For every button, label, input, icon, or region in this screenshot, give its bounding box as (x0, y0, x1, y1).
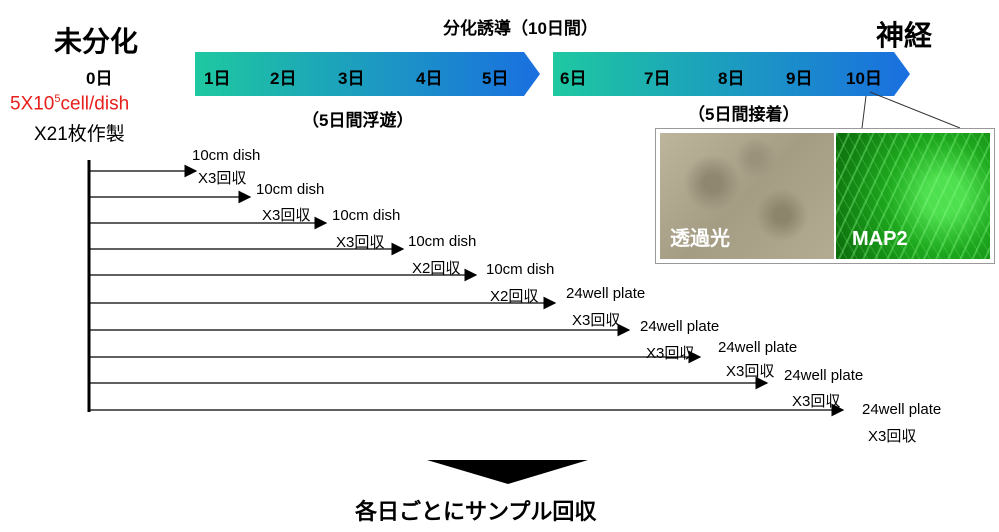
day-6: 6日 (560, 69, 587, 88)
timeline-count-9: X3回収 (792, 393, 841, 410)
suspension-arrow (195, 52, 540, 96)
suspension-caption: （5日間浮遊） (302, 111, 414, 130)
timeline-vessel-10: 24well plate (862, 401, 942, 418)
day-1: 1日 (204, 69, 231, 88)
micrograph-panel: 透過光 MAP2 (655, 128, 995, 264)
timeline-vessel-4: 10cm dish (408, 233, 477, 250)
timeline-vessel-6: 24well plate (566, 285, 646, 302)
timeline-count-10: X3回収 (868, 428, 917, 445)
footer-caption: 各日ごとにサンプル回収 (355, 499, 597, 524)
timeline-count-6: X3回収 (572, 312, 621, 329)
timeline-vessel-2: 10cm dish (256, 181, 325, 198)
phase-contrast-label: 透過光 (670, 228, 730, 250)
day-4: 4日 (416, 69, 443, 88)
timeline-vessel-9: 24well plate (784, 367, 864, 384)
neuron-title: 神経 (876, 20, 933, 51)
timeline-count-2: X3回収 (262, 207, 311, 224)
adhesion-caption: （5日間接着） (688, 105, 800, 124)
undifferentiated-title: 未分化 (54, 26, 139, 57)
day-3: 3日 (338, 69, 365, 88)
down-arrow (427, 460, 588, 484)
day-8: 8日 (718, 69, 745, 88)
timeline-count-5: X2回収 (490, 288, 539, 305)
timeline-vessel-3: 10cm dish (332, 207, 401, 224)
timeline-count-8: X3回収 (726, 363, 775, 380)
timeline-count-4: X2回収 (412, 260, 461, 277)
plate-count: X21枚作製 (34, 124, 125, 145)
timeline-count-1: X3回収 (198, 170, 247, 187)
timeline-vessel-1: 10cm dish (192, 147, 261, 164)
timeline-vessel-5: 10cm dish (486, 261, 555, 278)
induction-label: 分化誘導（10日間） (443, 19, 598, 38)
day-7: 7日 (644, 69, 671, 88)
timeline-vessel-8: 24well plate (718, 339, 798, 356)
timeline-vessel-7: 24well plate (640, 318, 720, 335)
day-5: 5日 (482, 69, 509, 88)
timeline-count-7: X3回収 (646, 345, 695, 362)
day-10: 10日 (846, 69, 882, 88)
cell-density: 5X105cell/dish (10, 93, 130, 115)
day-2: 2日 (270, 69, 297, 88)
day-9: 9日 (786, 69, 813, 88)
phase-contrast-image: 透過光 (660, 133, 834, 259)
adhesion-arrow (553, 52, 910, 96)
map2-label: MAP2 (852, 228, 908, 250)
map2-image: MAP2 (836, 133, 990, 259)
day0-label: 0日 (86, 69, 113, 88)
timeline-count-3: X3回収 (336, 234, 385, 251)
